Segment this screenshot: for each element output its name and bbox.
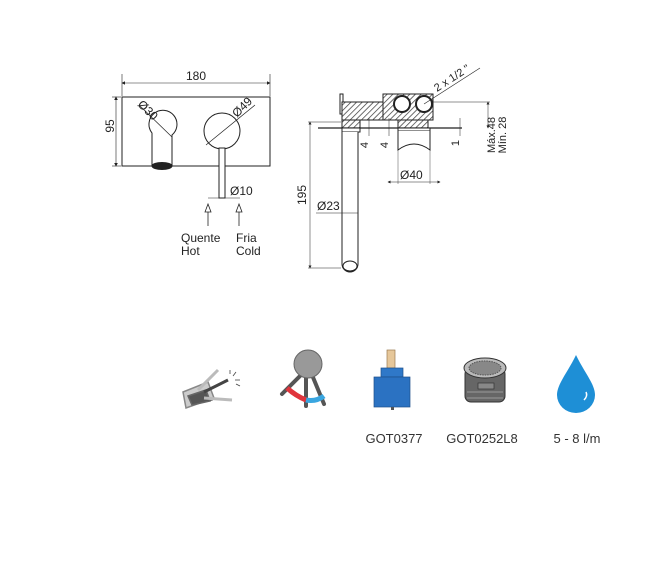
spout-side-dia-text: Ø23 (317, 199, 340, 213)
aerator-label: GOT0252L8 (446, 431, 518, 446)
aerator-icon (463, 357, 507, 403)
handle-side (397, 131, 431, 151)
spout-side (341, 132, 359, 273)
lever-action-icon (182, 368, 241, 410)
cold-label-pt: Fria (236, 231, 257, 245)
thread-text: 2 x 1/2 " (432, 63, 472, 95)
cold-arrow-icon (235, 202, 243, 213)
hot-cold-mixer-icon (280, 349, 326, 408)
max-depth-text: Máx.48 (486, 117, 498, 153)
spout-front (148, 109, 178, 167)
handle-disc (203, 112, 241, 150)
cartridge-label: GOT0377 (365, 431, 423, 446)
spout-length-text: 195 (295, 185, 309, 205)
cartridge-icon (373, 349, 411, 410)
front-view (112, 74, 271, 226)
height-dim-text: 95 (103, 119, 117, 133)
cold-label-en: Cold (236, 244, 261, 258)
side-view (308, 67, 490, 273)
handle-side-dia-text: Ø40 (400, 168, 423, 182)
wall-plate (121, 96, 271, 167)
lever-dia-text: Ø10 (230, 184, 253, 198)
gap-1-text: 4 (359, 142, 371, 148)
flow-rate-label: 5 - 8 l/m (553, 431, 601, 446)
water-drop-icon (557, 355, 595, 413)
lever-rod (218, 147, 226, 199)
width-dim-text: 180 (186, 69, 206, 83)
handle-dia-text: Ø49 (229, 94, 255, 120)
gap-2-text: 4 (379, 142, 391, 148)
hot-label-en: Hot (181, 244, 200, 258)
spout-outlet (151, 162, 173, 170)
min-depth-text: Mín. 28 (497, 117, 509, 154)
hot-label-pt: Quente (181, 231, 221, 245)
gap-3-text: 1 (450, 140, 462, 146)
hot-arrow-icon (204, 202, 212, 213)
